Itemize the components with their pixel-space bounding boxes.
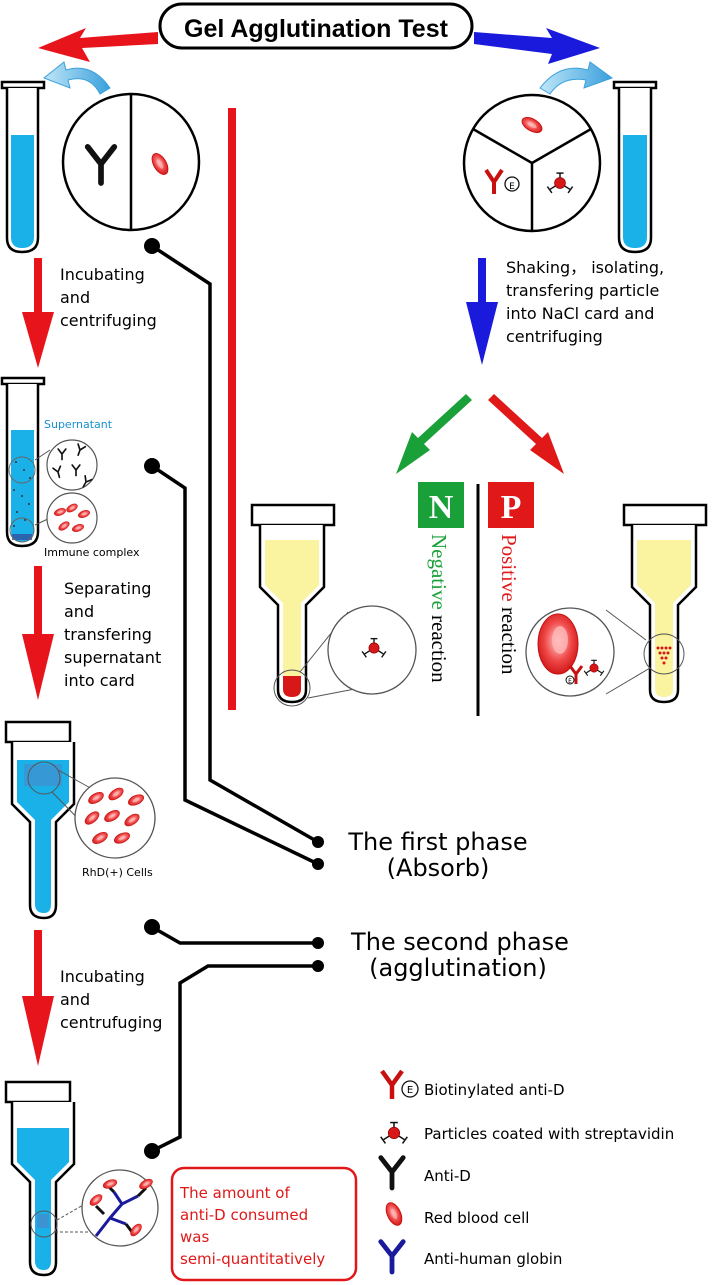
red-diagonal-arrow <box>488 394 564 474</box>
legend-label-anti-human-globin: Anti-human globin <box>424 1250 562 1268</box>
negative-zoom-circle <box>327 605 417 695</box>
positive-zoom-circle <box>525 607 615 697</box>
right-blue-down-arrow <box>466 258 498 365</box>
e-marker-right: E <box>509 182 515 192</box>
step-left-1-line-2: and <box>60 288 90 307</box>
left-test-tube-1 <box>0 80 46 254</box>
phase-first-title: The first phase <box>347 828 527 856</box>
top-left-red-arrow <box>38 28 158 62</box>
right-test-tube <box>612 80 658 254</box>
step-right-1-line-3: into NaCl card and <box>506 304 654 323</box>
immune-complex-zoom-circle <box>34 492 98 544</box>
step-left-3-line-2: and <box>60 990 90 1009</box>
streptavidin-particle-icon <box>379 1121 409 1145</box>
note-line-3: was <box>180 1228 209 1246</box>
negative-letter: N <box>429 489 454 526</box>
step-left-3-line-3: centrufuging <box>60 1013 162 1032</box>
step-left-1-line-3: centrifuging <box>60 311 157 330</box>
note-line-1: The amount of <box>179 1184 290 1202</box>
note-line-2: anti-D consumed <box>180 1206 308 1224</box>
left-arrow-2 <box>22 566 54 700</box>
agglutination-zoom-circle <box>81 1169 159 1247</box>
supernatant-zoom-circle <box>34 439 98 491</box>
step-right-1-line-2: transfering particle <box>506 281 659 300</box>
left-test-tube-2 <box>0 376 46 548</box>
positive-reaction-label: Positive reaction <box>497 534 521 675</box>
red-divider-line <box>228 108 236 710</box>
connector-lines <box>144 238 324 1159</box>
reagent-circle-left <box>61 92 201 232</box>
legend-label-rbc: Red blood cell <box>424 1209 529 1227</box>
step-left-2-line-4: supernatant <box>64 648 161 667</box>
positive-gel-card <box>605 503 708 704</box>
positive-badge <box>488 482 534 528</box>
gel-card-2 <box>4 1080 120 1277</box>
supernatant-label: Supernatant <box>44 418 113 431</box>
phase-second-subtitle: (agglutination) <box>369 954 547 982</box>
positive-letter: P <box>501 489 522 526</box>
biotinylated-anti-d-icon <box>380 1069 419 1099</box>
step-right-1-line-1: Shaking， isolating, <box>506 258 664 277</box>
curved-arrow-right <box>539 61 614 95</box>
step-left-2-line-5: into card <box>64 671 135 690</box>
step-left-2-line-1: Separating <box>64 579 151 598</box>
positive-reaction-word: reaction <box>497 602 521 675</box>
legend-label-biotinylated: Biotinylated anti-D <box>424 1081 565 1099</box>
note-line-4: semi-quantitatively <box>180 1250 325 1268</box>
negative-badge <box>418 482 464 528</box>
step-left-3-line-1: Incubating <box>60 967 145 986</box>
rhd-cells-zoom-circle <box>74 777 156 859</box>
curved-arrow-left <box>43 61 111 95</box>
negative-word: Negative <box>427 534 451 610</box>
negative-gel-card <box>250 503 361 707</box>
rhd-cells-label: RhD(+) Cells <box>82 866 153 879</box>
legend-label-anti-d: Anti-D <box>424 1167 471 1185</box>
anti-human-globin-icon <box>378 1239 406 1275</box>
step-left-2-line-3: transfering <box>64 625 152 644</box>
red-blood-cell-icon <box>382 1199 406 1229</box>
e-marker-legend: E <box>407 1085 413 1096</box>
left-arrow-3 <box>22 930 54 1066</box>
step-right-1-line-4: centrifuging <box>506 327 603 346</box>
negative-reaction-word: reaction <box>427 610 451 683</box>
page-title: Gel Agglutination Test <box>184 15 449 43</box>
biotinylated-anti-d-small <box>484 168 520 194</box>
immune-complex-label: Immune complex <box>44 546 140 559</box>
top-right-blue-arrow <box>474 28 600 64</box>
positive-word: Positive <box>497 534 521 602</box>
phase-second-title: The second phase <box>350 928 569 956</box>
anti-d-icon <box>381 1158 403 1188</box>
gel-card-1 <box>4 720 95 920</box>
legend-label-streptavidin: Particles coated with streptavidin <box>424 1125 674 1143</box>
phase-first-subtitle: (Absorb) <box>387 854 490 882</box>
note-box <box>170 1166 358 1282</box>
e-marker-positive: E <box>568 678 572 685</box>
left-arrow-1 <box>22 258 54 368</box>
negative-reaction-label: Negative reaction <box>427 534 451 683</box>
green-diagonal-arrow <box>396 394 472 474</box>
reagent-circle-right <box>462 93 602 233</box>
step-left-1-line-1: Incubating <box>60 265 145 284</box>
step-left-2-line-2: and <box>64 602 94 621</box>
title-box <box>158 2 474 50</box>
